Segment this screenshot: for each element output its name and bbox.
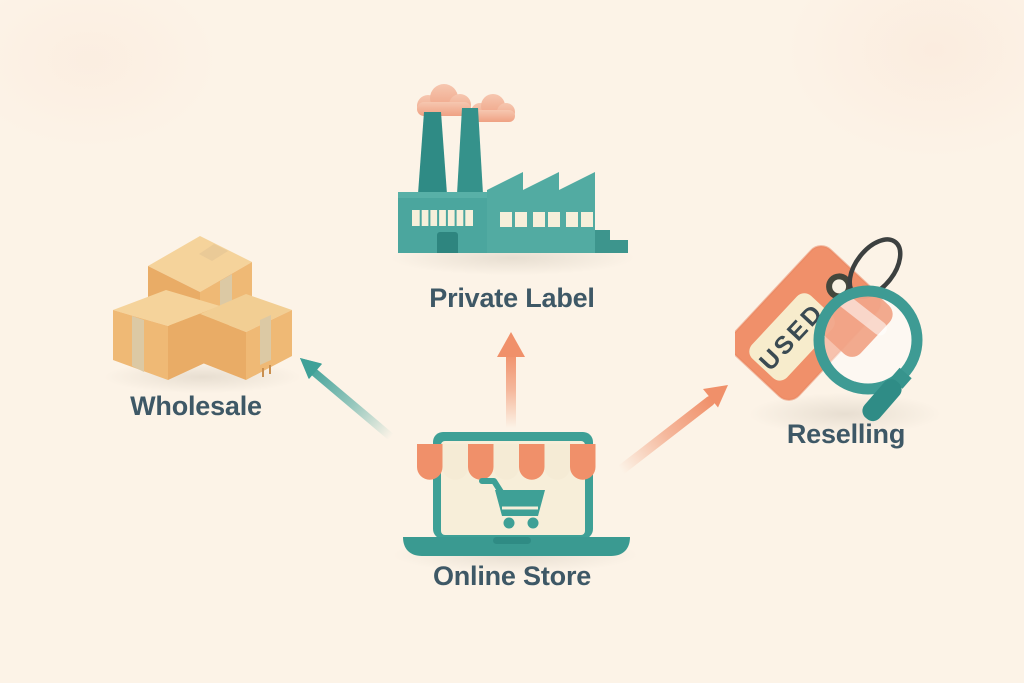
stacked-boxes-icon — [113, 236, 292, 380]
magnifier-ring — [813, 285, 923, 395]
wholesale-label: Wholesale — [130, 391, 262, 421]
box-bottom-right — [200, 294, 292, 380]
magnifier-handle — [862, 367, 912, 422]
private-label-node: Private Label — [392, 84, 632, 313]
paper-texture-tint — [0, 0, 220, 150]
tag-label-panel — [749, 293, 835, 381]
factory-main-building — [398, 192, 487, 253]
factory-icon — [398, 84, 628, 253]
laptop-base — [403, 537, 630, 556]
arrow-to-wholesale-icon — [300, 358, 395, 441]
factory-sawtooth-building — [487, 172, 595, 253]
reselling-label: Reselling — [786, 419, 906, 449]
chimney-left — [418, 112, 447, 194]
window-strip — [412, 210, 473, 226]
laptop-base-notch — [493, 537, 531, 544]
laptop-store-icon — [403, 432, 630, 556]
factory-door — [437, 232, 458, 253]
chimney-right — [457, 108, 483, 194]
paper-texture-tint — [784, 0, 1024, 160]
tag-ground-shadow — [745, 392, 945, 436]
factory-extension — [595, 230, 628, 253]
arrow-to-private-label-icon — [497, 332, 525, 433]
sawtooth-windows — [500, 212, 593, 227]
reselling-node: USED Reselling — [735, 232, 950, 449]
online-store-node: Online Store — [398, 428, 638, 591]
private-label-label: Private Label — [429, 283, 595, 313]
shopping-cart-icon — [479, 478, 545, 529]
online-store-label: Online Store — [432, 561, 592, 591]
wholesale-node: Wholesale — [108, 230, 298, 421]
storefront-awning — [417, 444, 596, 480]
magnifier-icon — [813, 285, 923, 422]
used-tag-magnifier-icon: USED — [735, 237, 923, 422]
smoke-cloud-right — [471, 94, 515, 122]
